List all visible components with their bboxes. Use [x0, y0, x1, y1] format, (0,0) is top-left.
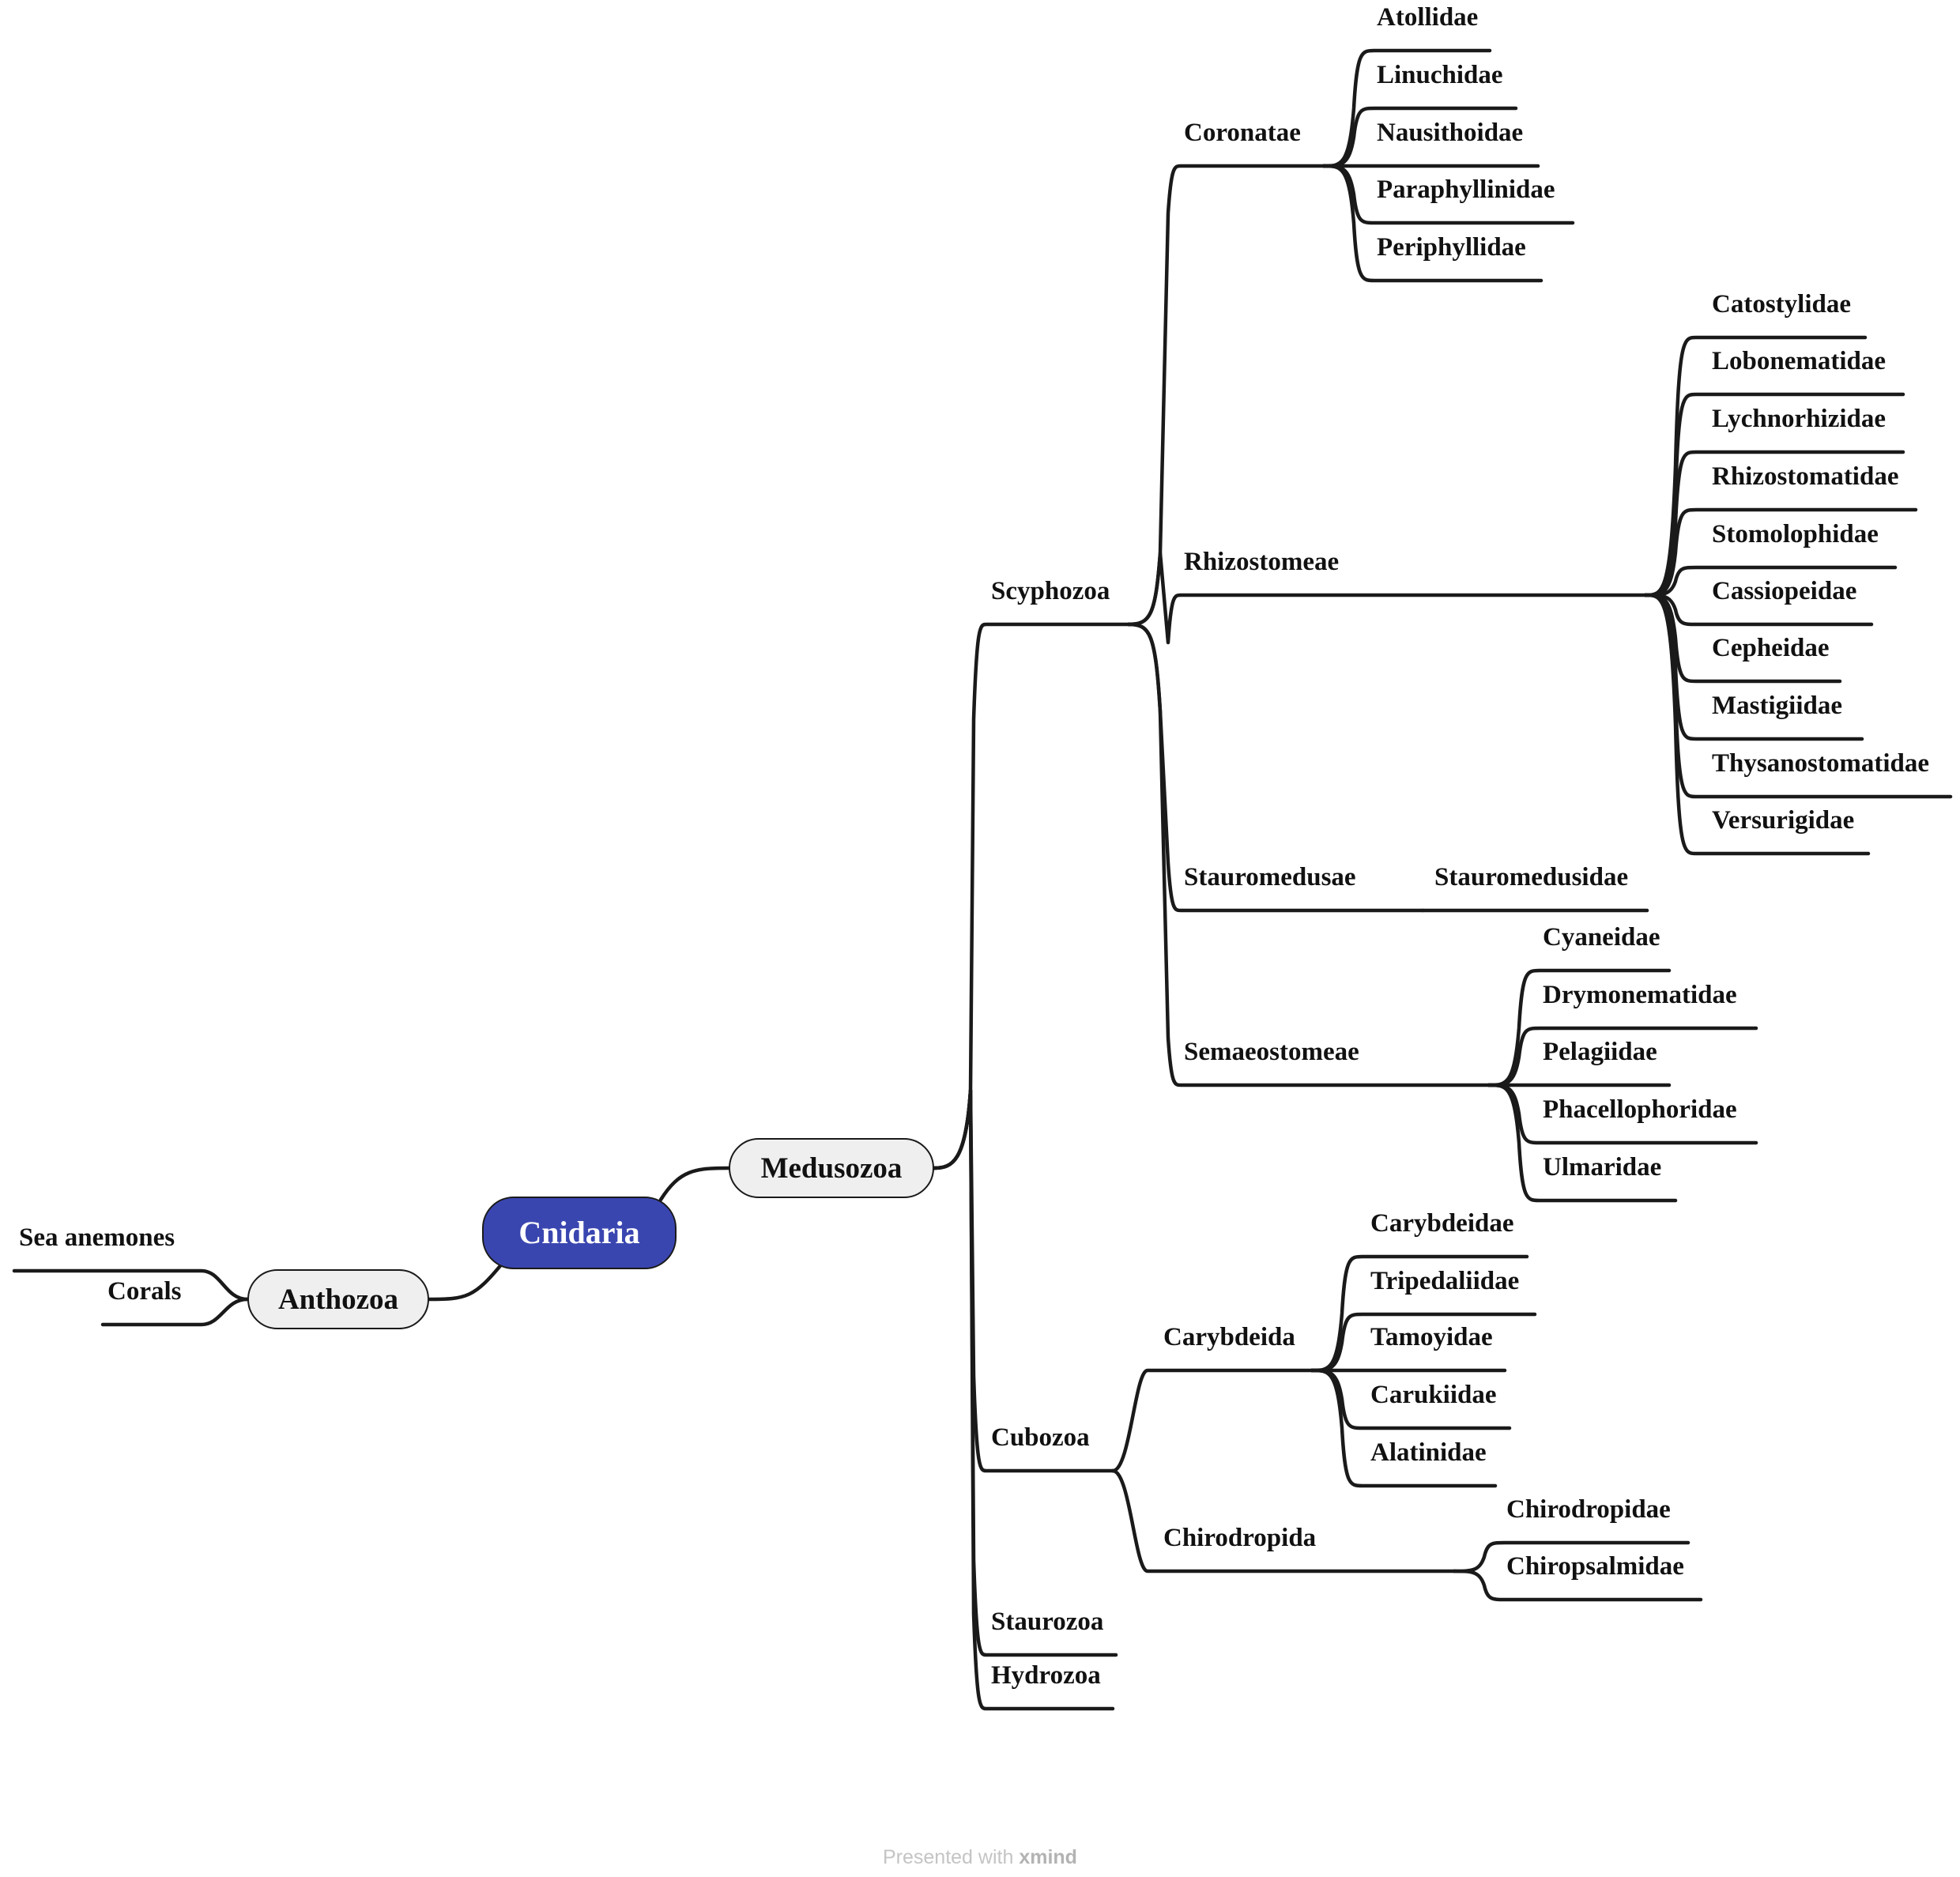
edge-chirodropida-chiropsalmidae — [1452, 1569, 1703, 1602]
footer: Presented with xmind — [883, 1846, 1077, 1869]
leaf-lychnorhizidae: Lychnorhizidae — [1712, 405, 1886, 433]
node-semaeostomeae: Semaeostomeae — [1184, 1038, 1359, 1066]
leaf-pelagiidae: Pelagiidae — [1543, 1038, 1657, 1066]
leaf-sea-anemones: Sea anemones — [19, 1223, 175, 1252]
leaf-chirodropidae: Chirodropidae — [1506, 1495, 1671, 1524]
node-carybdeida: Carybdeida — [1163, 1323, 1295, 1351]
leaf-tamoyidae: Tamoyidae — [1370, 1323, 1493, 1351]
leaf-linuchidae: Linuchidae — [1377, 61, 1503, 89]
node-staurozoa: Staurozoa — [991, 1608, 1104, 1636]
edge-anthozoa-corals — [100, 1297, 250, 1327]
leaf-alatinidae: Alatinidae — [1370, 1438, 1487, 1467]
leaf-mastigiidae: Mastigiidae — [1712, 692, 1842, 720]
edge-cubozoa-chirodropida — [1110, 1468, 1457, 1574]
edge-cubozoa-carybdeida — [1110, 1368, 1314, 1473]
leaf-phacellophoridae: Phacellophoridae — [1543, 1095, 1737, 1124]
leaf-stomolophidae: Stomolophidae — [1712, 520, 1879, 548]
node-cubozoa: Cubozoa — [991, 1423, 1090, 1452]
leaf-cyaneidae: Cyaneidae — [1543, 923, 1660, 952]
leaf-tripedaliidae: Tripedaliidae — [1370, 1267, 1520, 1295]
node-rhizostomeae: Rhizostomeae — [1184, 548, 1340, 576]
leaf-versurigidae: Versurigidae — [1712, 806, 1855, 835]
edge-coronatae-periphyllidae — [1321, 164, 1544, 283]
edge-medusozoa-scyphozoa — [932, 622, 1131, 1170]
leaf-atollidae: Atollidae — [1377, 3, 1479, 32]
leaf-cassiopeidae: Cassiopeidae — [1712, 577, 1857, 605]
edge-scyphozoa-semaeostomeae — [1126, 622, 1491, 1087]
footer-brand: xmind — [1019, 1846, 1077, 1868]
leaf-nausithoidae: Nausithoidae — [1377, 119, 1524, 147]
edge-medusozoa-hydrozoa — [932, 1088, 1115, 1711]
leaf-drymonematidae: Drymonematidae — [1543, 981, 1737, 1009]
leaf-paraphyllinidae: Paraphyllinidae — [1377, 175, 1555, 204]
node-chirodropida: Chirodropida — [1163, 1524, 1317, 1552]
leaf-rhizostomatidae: Rhizostomatidae — [1712, 462, 1899, 491]
leaf-stauromedusidae: Stauromedusidae — [1434, 863, 1629, 891]
leaf-lobonematidae: Lobonematidae — [1712, 347, 1886, 375]
node-stauromedusae: Stauromedusae — [1184, 863, 1356, 891]
edge-cnidaria-medusozoa — [658, 1166, 731, 1202]
footer-prefix: Presented with — [883, 1846, 1014, 1868]
edge-anthozoa-sea-anemones — [12, 1268, 250, 1302]
edge-semaeostomeae-ulmaridae — [1487, 1083, 1678, 1203]
node-scyphozoa: Scyphozoa — [991, 577, 1110, 605]
leaf-thysanostomatidae: Thysanostomatidae — [1712, 749, 1930, 778]
edge-carybdeida-alatinidae — [1310, 1368, 1498, 1488]
node-anthozoa: Anthozoa — [247, 1269, 429, 1329]
node-coronatae: Coronatae — [1184, 119, 1301, 147]
leaf-cepheidae: Cepheidae — [1712, 634, 1830, 662]
leaf-chiropsalmidae: Chiropsalmidae — [1506, 1552, 1684, 1581]
leaf-corals: Corals — [107, 1277, 182, 1306]
edge-rhizostomeae-versurigidae — [1643, 593, 1871, 856]
root-node-cnidaria: Cnidaria — [482, 1197, 677, 1269]
edge-cnidaria-anthozoa — [427, 1261, 505, 1302]
leaf-catostylidae: Catostylidae — [1712, 290, 1851, 318]
edge-scyphozoa-rhizostomeae — [1126, 551, 1648, 645]
connector-lines — [12, 48, 1953, 1711]
node-hydrozoa: Hydrozoa — [991, 1661, 1101, 1690]
leaf-periphyllidae: Periphyllidae — [1377, 233, 1526, 262]
leaf-carybdeidae: Carybdeidae — [1370, 1209, 1514, 1238]
edge-medusozoa-staurozoa — [932, 1088, 1118, 1657]
leaf-carukiidae: Carukiidae — [1370, 1381, 1497, 1409]
node-medusozoa: Medusozoa — [729, 1138, 934, 1198]
leaf-ulmaridae: Ulmaridae — [1543, 1153, 1662, 1182]
